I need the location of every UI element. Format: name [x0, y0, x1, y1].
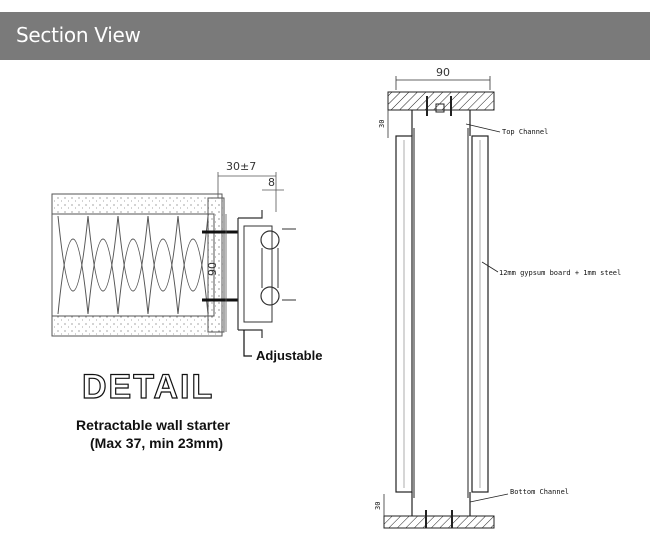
- detail-dim-top: 30±7: [226, 160, 256, 173]
- section-drawing: [383, 76, 509, 529]
- section-title: Section View: [16, 23, 141, 47]
- section-dim-width: 90: [436, 66, 450, 79]
- detail-caption-line1: Retractable wall starter: [76, 417, 231, 433]
- bottom-channel-label: Bottom Channel: [510, 488, 569, 496]
- board-label: 12mm gypsum board + 1mm steel: [499, 269, 621, 277]
- section-dim-bottom: 30: [374, 502, 382, 510]
- section-dim-top: 30: [378, 120, 386, 128]
- detail-dim-side: 90: [206, 262, 219, 276]
- detail-caption-line2: (Max 37, min 23mm): [90, 435, 223, 451]
- top-channel-label: Top Channel: [502, 128, 548, 136]
- detail-dim-small: 8: [268, 176, 275, 189]
- detail-drawing: [51, 172, 296, 357]
- adjustable-label: Adjustable: [256, 348, 322, 363]
- section-header: Section View: [0, 12, 650, 60]
- detail-heading: DETAIL: [82, 368, 214, 406]
